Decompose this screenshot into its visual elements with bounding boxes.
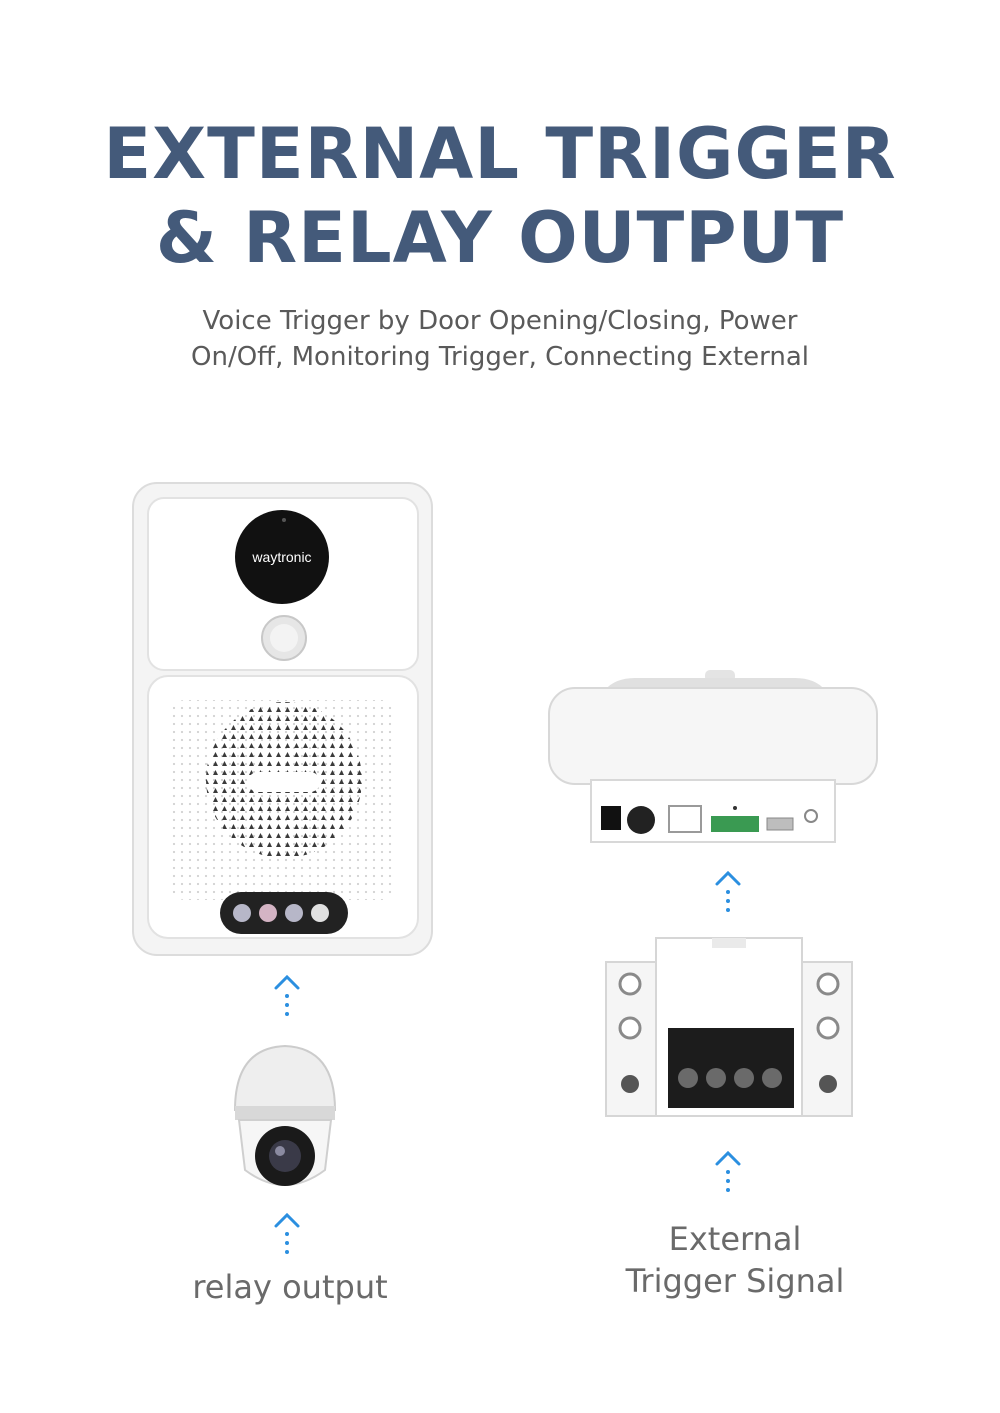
title-line-1: EXTERNAL TRIGGER [103,113,897,195]
relay-output-label: relay output [150,1266,430,1308]
subtitle-line-1: Voice Trigger by Door Opening/Closing, P… [202,306,798,336]
speaker-grille [172,700,394,900]
title-line-2: & RELAY OUTPUT [155,197,845,279]
arrow-up-icon [715,1150,741,1192]
relay-output-text: relay output [192,1268,388,1306]
arrow-up-icon [274,1212,300,1254]
dome-camera [233,1044,337,1186]
page-title: EXTERNAL TRIGGER & RELAY OUTPUT [0,112,1000,280]
indicator-light-bar [220,892,348,934]
brand-logo: waytronic [251,549,311,565]
voice-speaker-device: waytronic [132,482,433,956]
external-trigger-line-1: External [668,1220,802,1258]
arrow-up-icon [715,870,741,912]
external-trigger-label: External Trigger Signal [590,1218,880,1302]
arrow-up-icon [274,974,300,1016]
page-subtitle: Voice Trigger by Door Opening/Closing, P… [0,303,1000,375]
external-trigger-line-2: Trigger Signal [625,1262,845,1300]
controller-box [548,670,878,843]
terminal-block [605,937,853,1117]
subtitle-line-2: On/Off, Monitoring Trigger, Connecting E… [191,342,809,372]
